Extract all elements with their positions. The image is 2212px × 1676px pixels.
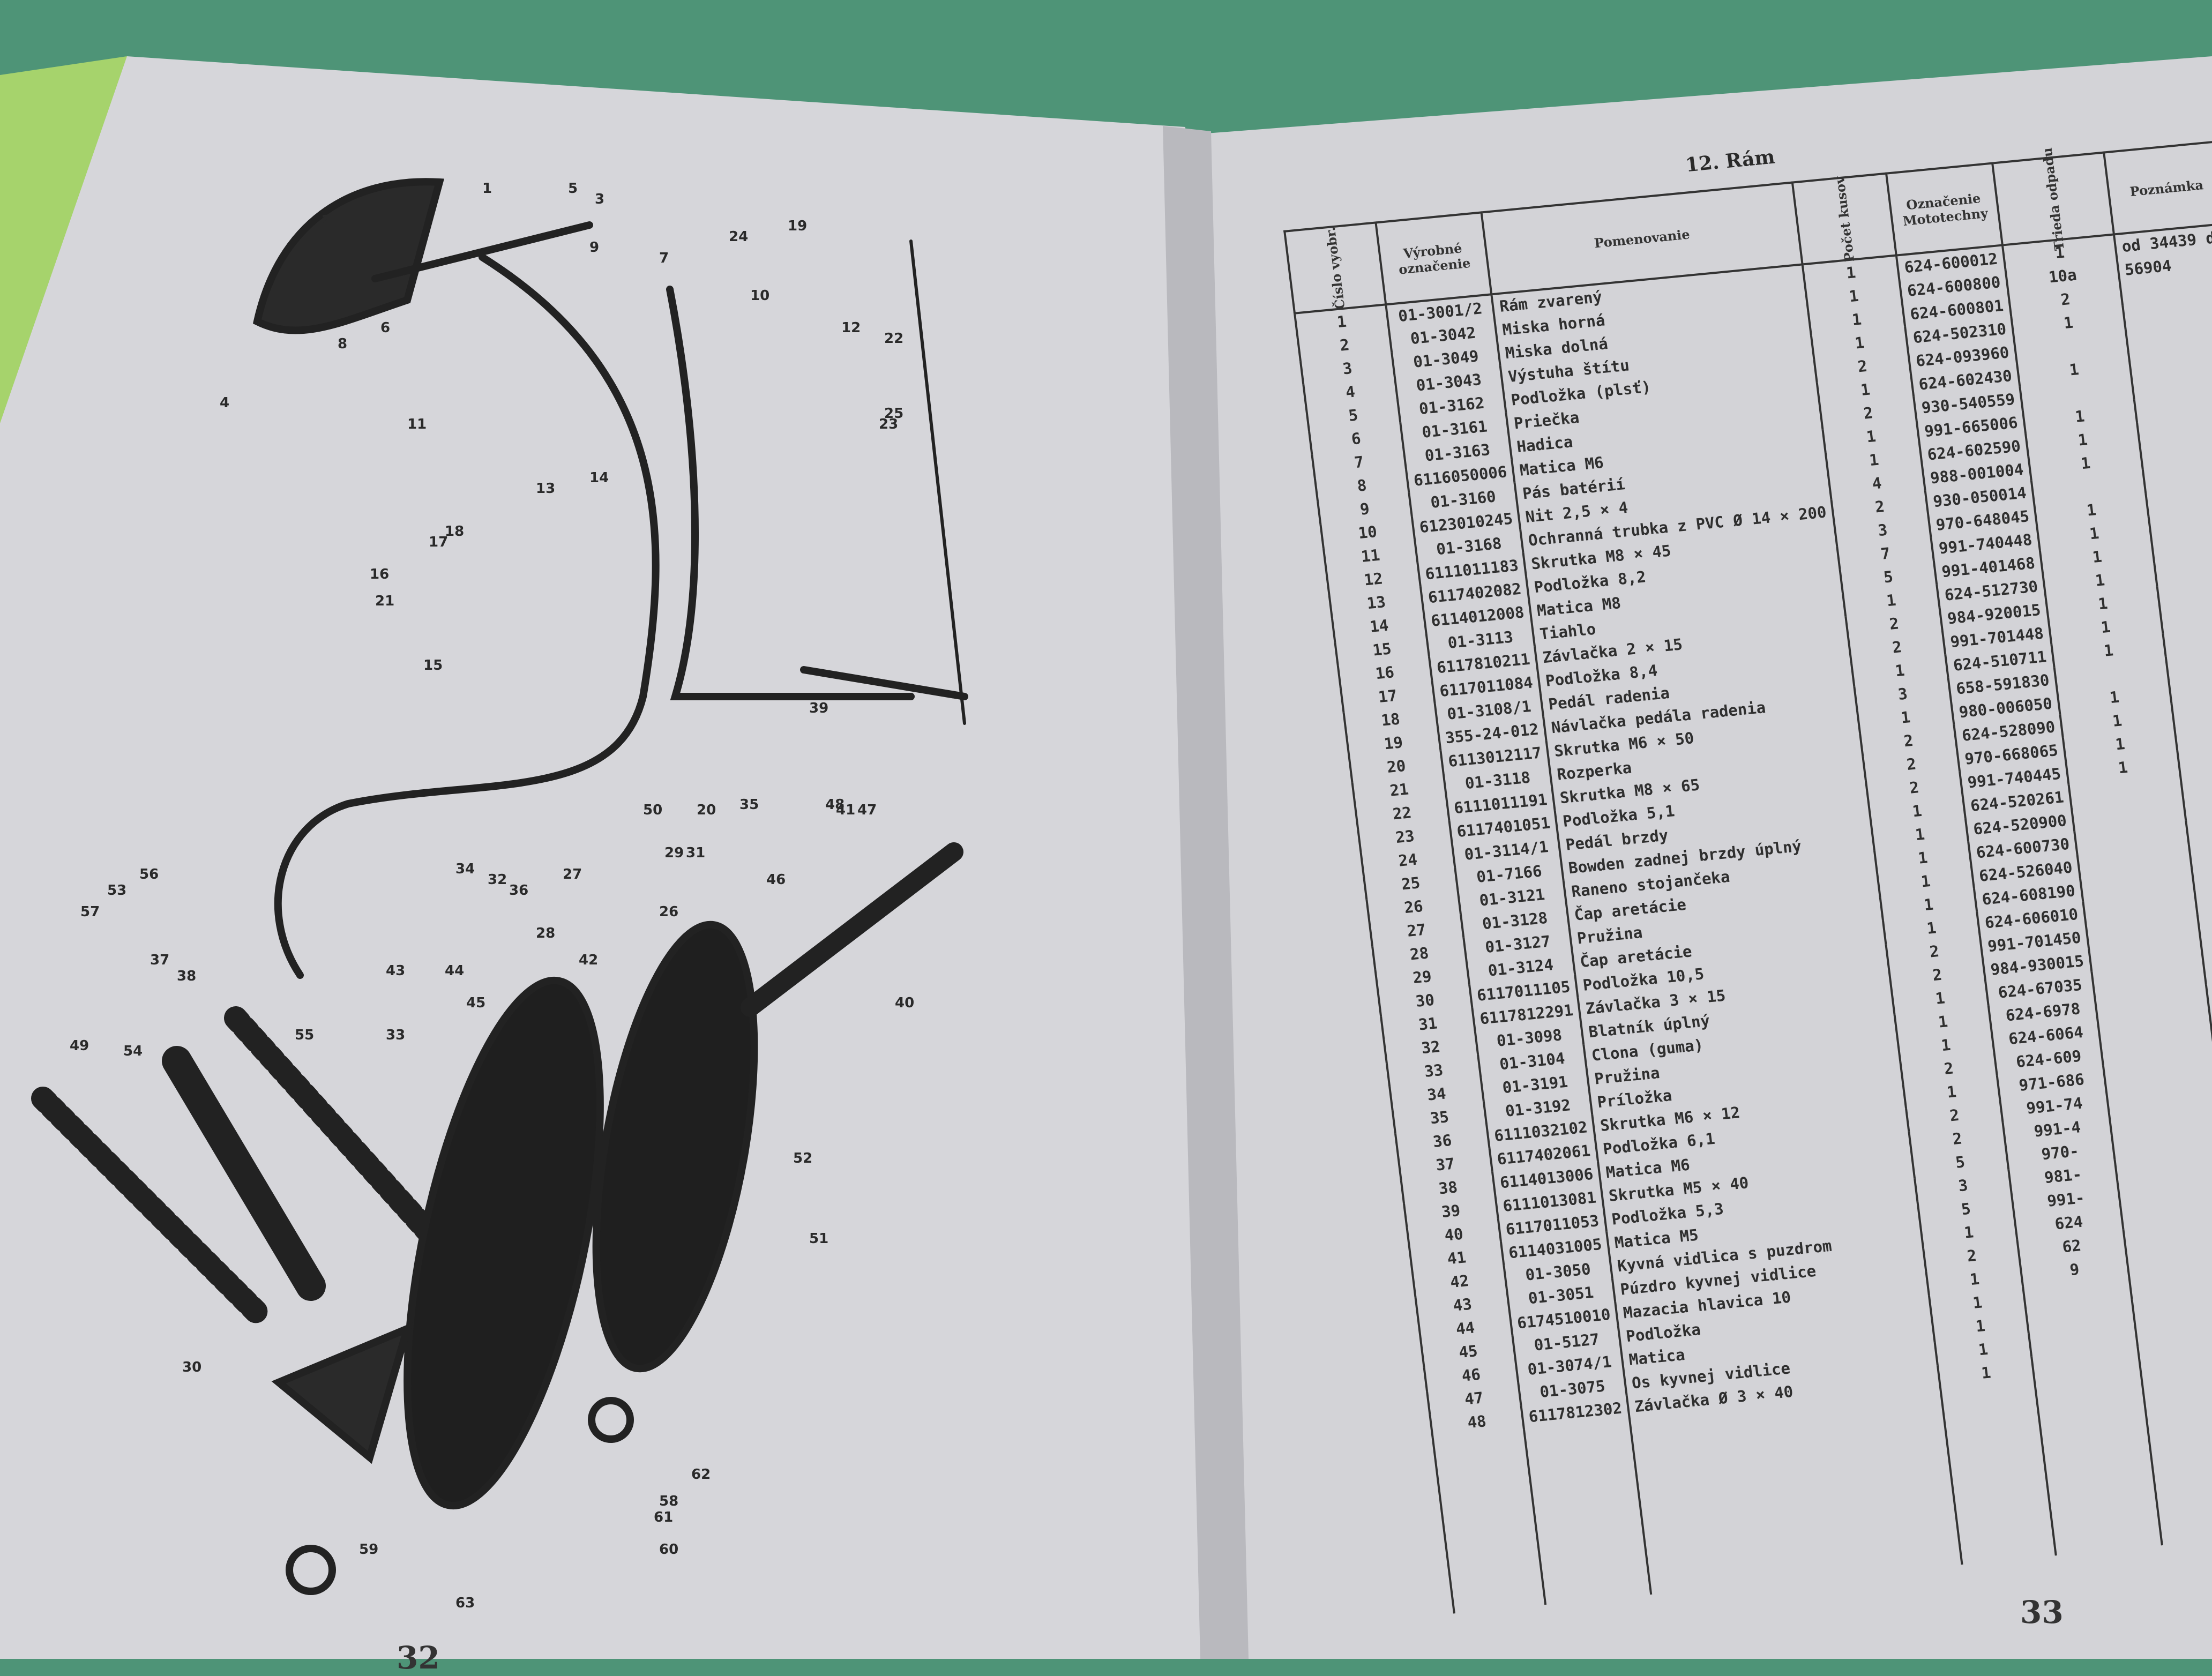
callout-number: 51 bbox=[809, 1231, 828, 1247]
callout-number: 3 bbox=[595, 191, 604, 207]
callout-number: 44 bbox=[445, 963, 464, 979]
callout-number: 15 bbox=[423, 657, 443, 674]
callout-number: 55 bbox=[295, 1027, 314, 1043]
callout-number: 45 bbox=[466, 995, 485, 1011]
callout-number: 9 bbox=[589, 240, 599, 256]
callout-number: 11 bbox=[407, 416, 427, 432]
callout-number: 62 bbox=[691, 1466, 711, 1483]
callout-number: 12 bbox=[841, 320, 861, 336]
callout-number: 42 bbox=[579, 952, 598, 968]
callout-number: 13 bbox=[536, 481, 555, 497]
header-class-label: Trieda odpadu bbox=[2039, 147, 2067, 251]
callout-number: 50 bbox=[643, 802, 662, 818]
callout-number: 48 bbox=[825, 797, 845, 813]
callout-number: 38 bbox=[177, 968, 196, 984]
callout-number: 16 bbox=[370, 566, 389, 582]
callout-number: 22 bbox=[884, 331, 903, 347]
header-class: Trieda odpadu bbox=[1992, 153, 2114, 245]
callout-number: 47 bbox=[857, 802, 877, 818]
callout-number: 36 bbox=[509, 882, 528, 899]
page-number-right: 33 bbox=[2020, 1594, 2064, 1630]
callout-number: 27 bbox=[563, 866, 582, 882]
header-note: Poznámka bbox=[2104, 141, 2212, 235]
callout-number: 56 bbox=[139, 866, 159, 882]
callout-number: 28 bbox=[536, 925, 555, 941]
callout-number: 5 bbox=[568, 181, 578, 197]
callout-number: 63 bbox=[455, 1595, 475, 1611]
page-number-left: 32 bbox=[397, 1640, 440, 1676]
callout-number: 34 bbox=[455, 861, 475, 877]
callout-number: 2 bbox=[322, 213, 331, 229]
callout-number: 7 bbox=[659, 250, 669, 266]
header-qty: Počet kusov bbox=[1792, 174, 1896, 265]
callout-number: 24 bbox=[729, 229, 748, 245]
callout-number: 35 bbox=[739, 797, 759, 813]
callout-number: 54 bbox=[123, 1043, 143, 1059]
blank-cell bbox=[2035, 1370, 2162, 1555]
callout-number: 4 bbox=[220, 395, 229, 411]
header-moto: Označenie Mototechny bbox=[1886, 163, 2002, 256]
callout-number: 39 bbox=[809, 700, 828, 716]
blank-cell bbox=[1524, 1419, 1651, 1605]
blank-cell bbox=[1630, 1389, 1962, 1595]
header-code: Výrobné označenie bbox=[1376, 212, 1491, 304]
callout-number: 18 bbox=[445, 523, 464, 540]
callout-number: 10 bbox=[750, 288, 769, 304]
callout-number: 52 bbox=[793, 1150, 812, 1166]
callout-number: 6 bbox=[380, 320, 390, 336]
header-num: Číslo vyobr. bbox=[1284, 222, 1386, 313]
left-page bbox=[0, 56, 1228, 1659]
callout-number: 40 bbox=[895, 995, 914, 1011]
callout-number: 49 bbox=[70, 1038, 89, 1054]
callout-number: 37 bbox=[150, 952, 169, 968]
callout-number: 26 bbox=[659, 904, 678, 920]
callout-number: 57 bbox=[80, 904, 100, 920]
callout-number: 60 bbox=[659, 1542, 678, 1558]
callout-number: 32 bbox=[488, 872, 507, 888]
header-qty-label: Počet kusov bbox=[1832, 176, 1857, 263]
callout-number: 8 bbox=[338, 336, 347, 352]
callout-number: 19 bbox=[788, 218, 807, 234]
callout-number: 53 bbox=[107, 882, 126, 899]
callout-number: 61 bbox=[654, 1509, 673, 1525]
callout-number: 25 bbox=[884, 406, 903, 422]
callout-number: 31 bbox=[686, 845, 705, 861]
callout-number: 29 bbox=[664, 845, 684, 861]
callout-number: 59 bbox=[359, 1542, 378, 1558]
callout-number: 20 bbox=[697, 802, 716, 818]
callout-number: 43 bbox=[386, 963, 405, 979]
callout-number: 21 bbox=[375, 593, 394, 609]
callout-number: 1 bbox=[482, 181, 492, 197]
callout-number: 30 bbox=[182, 1359, 201, 1375]
callout-number: 14 bbox=[589, 470, 609, 486]
header-num-label: Číslo vyobr. bbox=[1322, 226, 1348, 310]
callout-number: 33 bbox=[386, 1027, 405, 1043]
callout-number: 58 bbox=[659, 1493, 678, 1509]
callout-number: 46 bbox=[766, 872, 786, 888]
